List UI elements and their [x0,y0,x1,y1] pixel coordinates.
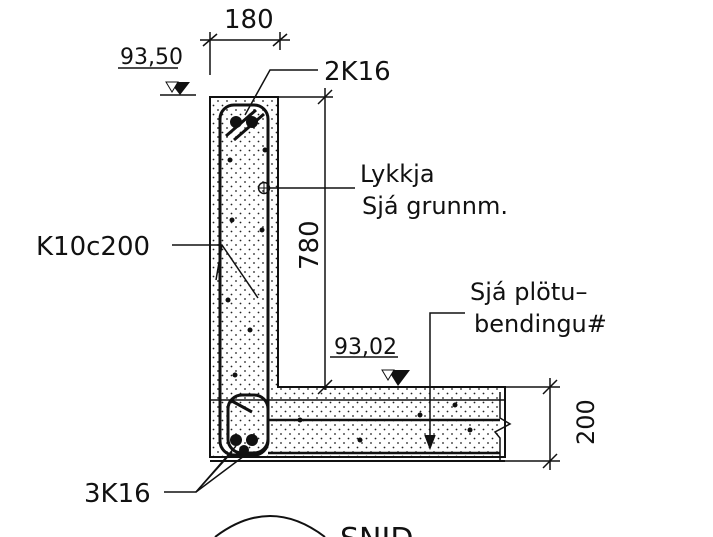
section-title: SNID [340,522,413,537]
top-bars [225,108,265,142]
slab-ref-line1: Sjá plötu– [470,278,587,306]
bottom-bars [229,398,258,455]
slab-thickness-label: 200 [572,399,600,445]
dimension-wall-height [278,88,333,395]
top-wall-level-label: 93,50 [120,45,183,70]
duct-label-line1: Lykkja [360,160,435,188]
top-slab-level-label: 93,02 [334,335,397,360]
wall-width-label: 180 [224,5,274,35]
level-marker-top-wall [118,67,196,96]
top-bars-label: 2K16 [324,57,391,87]
duct-symbol [257,181,355,195]
stirrups-label: K10c200 [36,232,150,262]
wall-height-label: 780 [295,220,325,270]
bottom-bars-label: 3K16 [84,479,151,509]
leader-lines [164,69,465,493]
dimension-slab-thickness [520,378,560,470]
level-marker-top-slab [330,356,412,388]
section-marker [214,515,326,537]
slab-ref-line2: bendingu# [474,310,607,338]
dimension-wall-width [200,32,290,75]
duct-label-line2: Sjá grunnm. [362,192,508,220]
